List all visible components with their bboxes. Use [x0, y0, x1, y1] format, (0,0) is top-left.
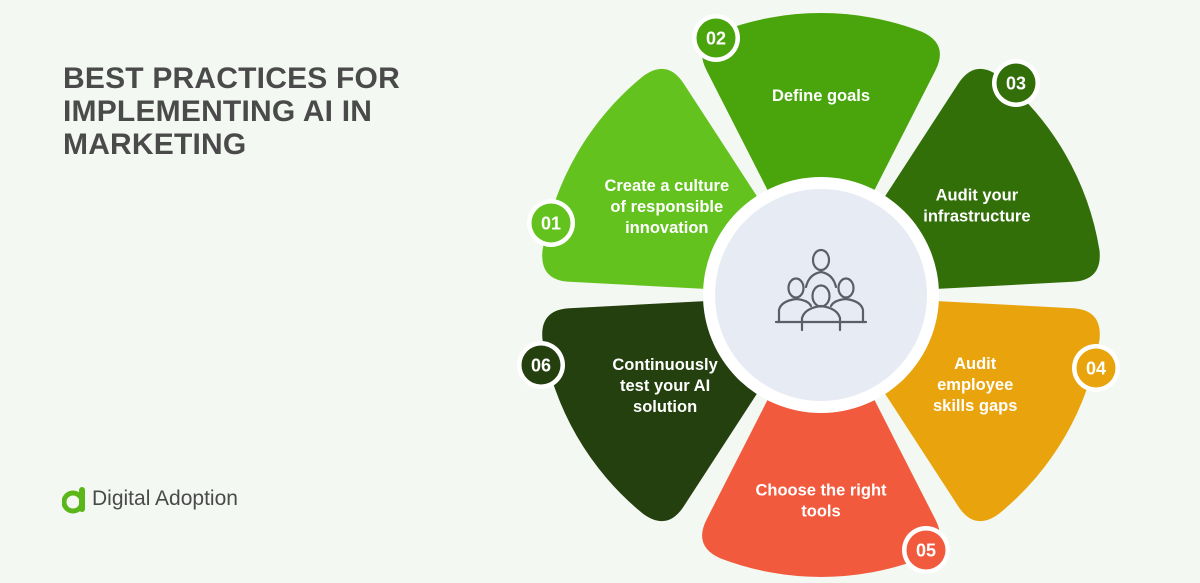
segment-05 — [702, 379, 940, 577]
step-label-line: skills gaps — [933, 397, 1017, 415]
badge-fill — [521, 345, 561, 385]
step-number: 05 — [916, 541, 936, 561]
step-02-label: Define goals — [772, 87, 870, 105]
badge-fill — [531, 203, 571, 243]
segment-04 — [872, 300, 1100, 522]
badge-fill — [906, 530, 946, 570]
step-03-label: Audit your infrastructure — [923, 187, 1030, 226]
step-label-line: Create a culture — [604, 177, 729, 195]
step-label-line: test your AI — [620, 377, 710, 395]
page-title: BEST PRACTICES FOR IMPLEMENTING AI IN MA… — [63, 62, 400, 161]
step-label-line: tools — [801, 503, 840, 521]
segment-06 — [542, 300, 770, 522]
step-04-label: Audit employee skills gaps — [933, 355, 1017, 415]
step-label-line: employee — [937, 376, 1013, 394]
step-number: 03 — [1006, 74, 1026, 94]
step-number: 06 — [531, 356, 551, 376]
step-badge-04: 04 — [1072, 344, 1120, 392]
step-number: 02 — [706, 29, 726, 49]
step-label-line: innovation — [625, 219, 708, 237]
step-label-line: Audit your — [936, 187, 1019, 205]
step-label-line: infrastructure — [923, 208, 1030, 226]
step-label-line: Define goals — [772, 87, 870, 105]
step-badge-02: 02 — [692, 14, 740, 62]
badge-fill — [1076, 348, 1116, 388]
step-number: 01 — [541, 214, 561, 234]
segment-03 — [872, 68, 1100, 291]
digital-adoption-logo-icon — [62, 487, 85, 514]
badge-fill — [996, 63, 1036, 103]
step-badge-01: 01 — [527, 199, 575, 247]
segment-02 — [702, 13, 940, 211]
step-label-line: Audit — [954, 355, 997, 373]
brand-logo: Digital Adoption — [62, 484, 238, 514]
step-label-line: Choose the right — [755, 482, 887, 500]
step-badge-05: 05 — [902, 526, 950, 574]
step-01-label: Create a culture of responsible innovation — [604, 177, 729, 237]
step-label-line: Continuously — [612, 356, 718, 374]
step-badge-06: 06 — [517, 341, 565, 389]
team-people-icon — [774, 248, 868, 332]
step-badge-03: 03 — [992, 59, 1040, 107]
step-05-label: Choose the right tools — [755, 482, 887, 521]
step-06-label: Continuously test your AI solution — [612, 356, 718, 416]
center-hub — [715, 189, 927, 401]
badge-fill — [696, 18, 736, 58]
step-label-line: solution — [633, 398, 697, 416]
step-number: 04 — [1086, 359, 1106, 379]
step-label-line: of responsible — [610, 198, 723, 216]
brand-name: Digital Adoption — [92, 487, 238, 510]
segment-01 — [542, 68, 770, 291]
